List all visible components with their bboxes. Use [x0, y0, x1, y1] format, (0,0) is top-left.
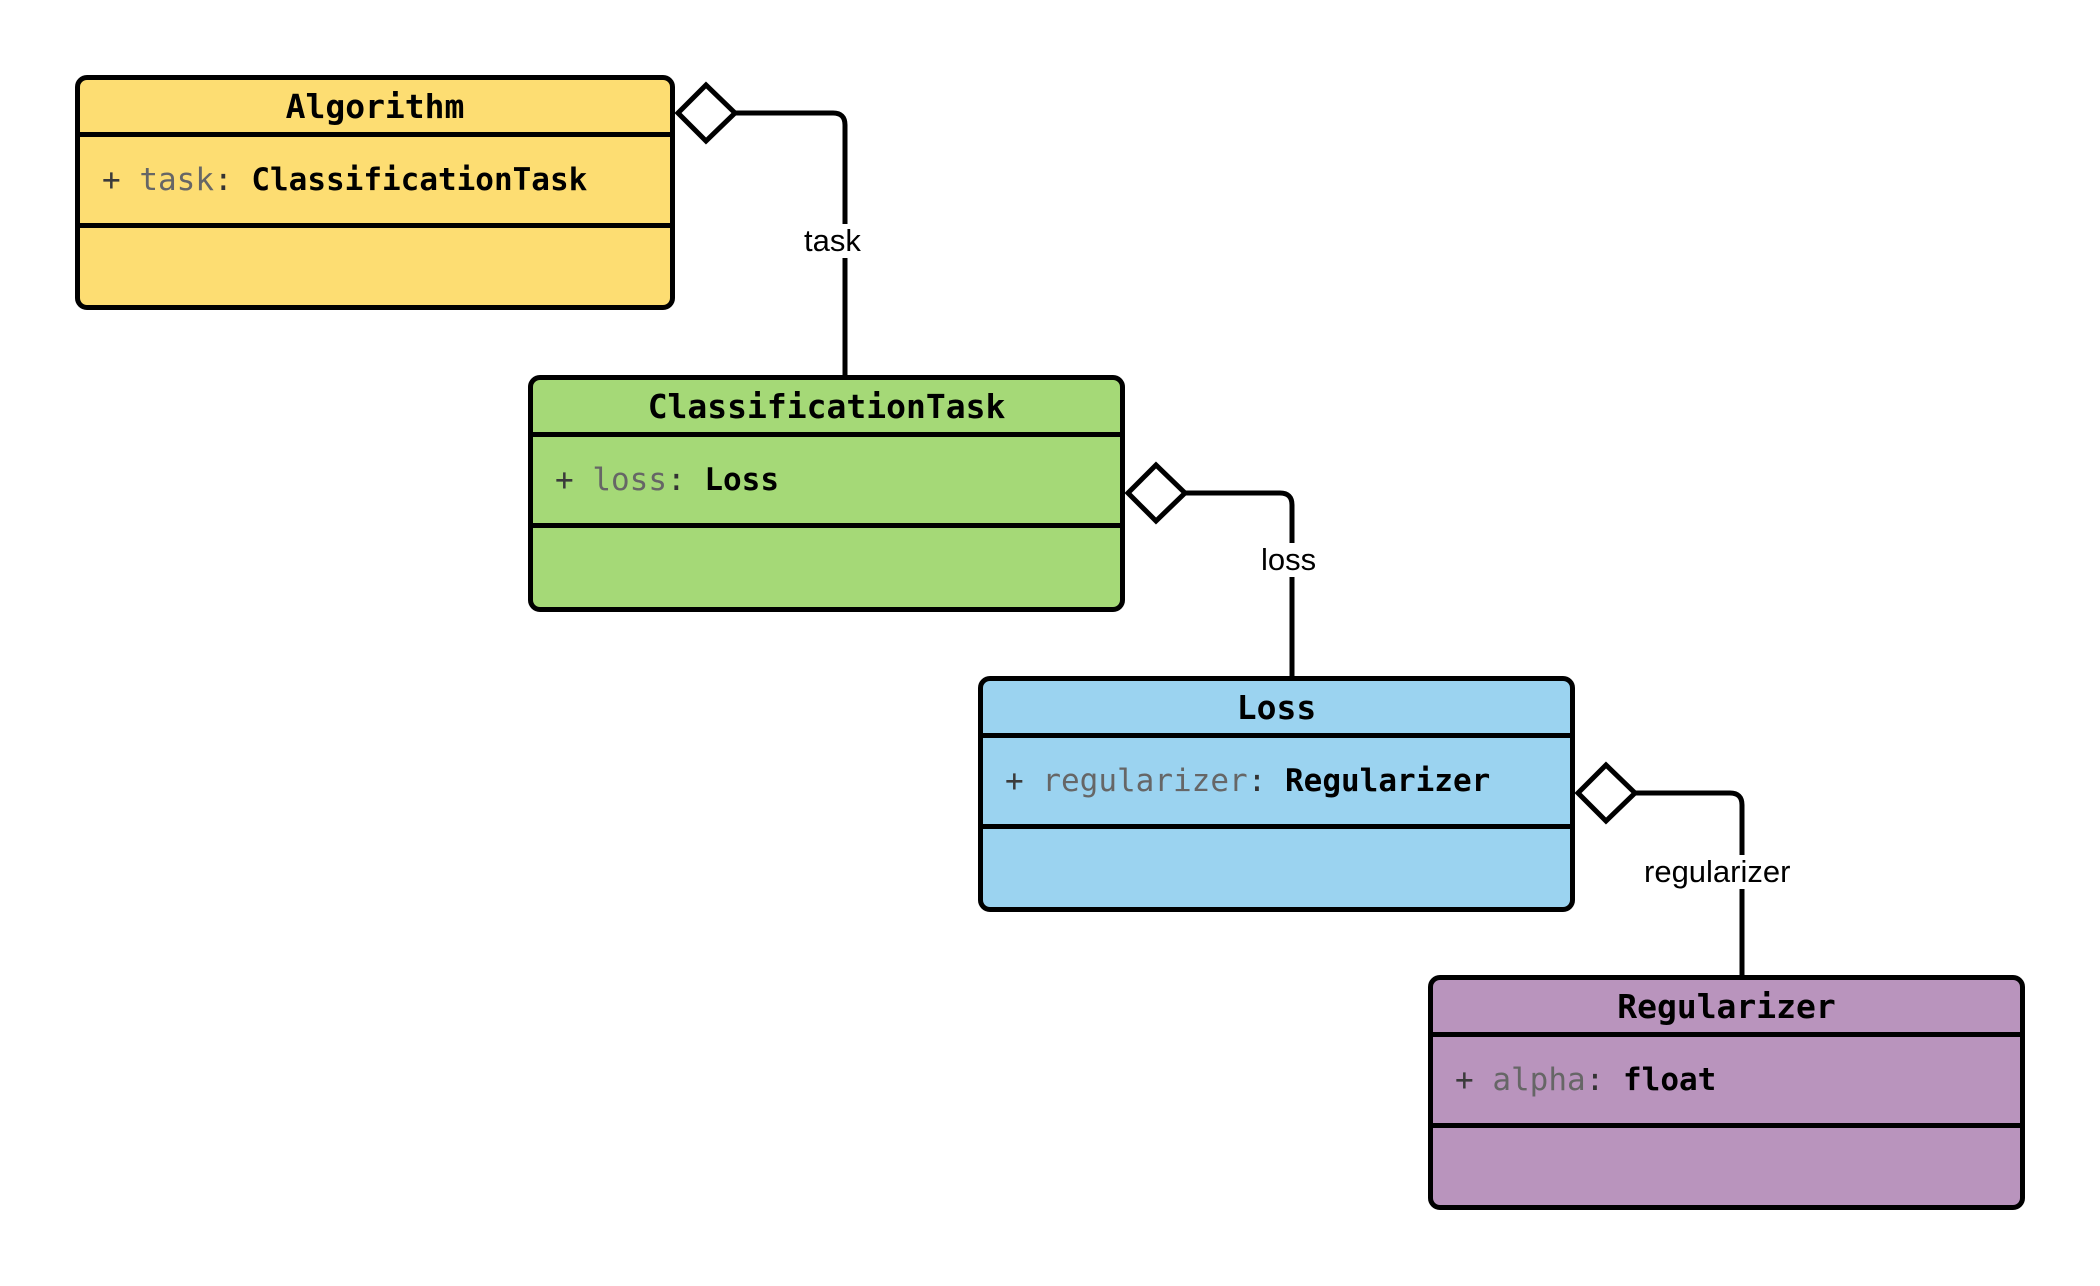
attribute-separator: :	[1585, 1062, 1605, 1098]
edge-loss-line	[1185, 490, 1295, 676]
attribute-visibility: +	[1005, 763, 1024, 799]
attribute-type: ClassificationTask	[251, 162, 588, 198]
attribute-separator: :	[214, 162, 233, 198]
attribute-name	[1024, 763, 1043, 799]
class-methods-classificationtask	[533, 528, 1120, 607]
class-name-algorithm: Algorithm	[80, 80, 670, 137]
attribute-name-text: loss	[592, 462, 667, 498]
attribute-visibility: +	[102, 162, 121, 198]
attribute-name-text: alpha	[1492, 1062, 1586, 1098]
edge-label-loss: loss	[1258, 543, 1320, 577]
attribute-name-text: regularizer	[1042, 763, 1248, 799]
attribute-name-text: task	[139, 162, 214, 198]
attribute-type-space	[1266, 763, 1285, 799]
attribute-separator: :	[667, 462, 686, 498]
class-name-classificationtask: ClassificationTask	[533, 380, 1120, 437]
attribute-separator: :	[1247, 763, 1267, 799]
attribute-type: Loss	[704, 462, 779, 498]
edge-label-regularizer: regularizer	[1641, 855, 1794, 889]
class-methods-algorithm	[80, 228, 670, 305]
edge-regularizer-aggregation-diamond	[1574, 761, 1639, 825]
class-name-loss: Loss	[983, 681, 1570, 738]
class-methods-regularizer	[1433, 1128, 2020, 1205]
attribute-row: + loss: Loss	[555, 462, 779, 498]
attribute-name	[574, 462, 593, 498]
class-methods-loss	[983, 829, 1570, 907]
class-box-algorithm[interactable]: Algorithm + task: ClassificationTask	[75, 75, 675, 310]
attribute-visibility: +	[555, 462, 574, 498]
attribute-row: + task: ClassificationTask	[102, 162, 587, 198]
class-box-regularizer[interactable]: Regularizer + alpha: float	[1428, 975, 2025, 1210]
class-attributes-loss: + regularizer: Regularizer	[983, 738, 1570, 829]
attribute-type: Regularizer	[1285, 763, 1491, 799]
attribute-type-space	[233, 162, 252, 198]
attribute-row: + regularizer: Regularizer	[1005, 763, 1490, 799]
attribute-name	[121, 162, 140, 198]
class-name-regularizer: Regularizer	[1433, 980, 2020, 1037]
edge-loss-aggregation-diamond	[1124, 461, 1189, 525]
class-attributes-algorithm: + task: ClassificationTask	[80, 137, 670, 228]
class-box-classificationtask[interactable]: ClassificationTask + loss: Loss	[528, 375, 1125, 612]
attribute-name	[1474, 1062, 1493, 1098]
attribute-type-space	[686, 462, 705, 498]
attribute-type-space	[1604, 1062, 1623, 1098]
edge-label-task: task	[801, 224, 864, 258]
class-box-loss[interactable]: Loss + regularizer: Regularizer	[978, 676, 1575, 912]
attribute-row: + alpha: float	[1455, 1062, 1716, 1098]
class-attributes-classificationtask: + loss: Loss	[533, 437, 1120, 528]
class-attributes-regularizer: + alpha: float	[1433, 1037, 2020, 1128]
attribute-type: float	[1623, 1062, 1717, 1098]
attribute-visibility: +	[1455, 1062, 1474, 1098]
edge-task-aggregation-diamond	[674, 81, 739, 145]
